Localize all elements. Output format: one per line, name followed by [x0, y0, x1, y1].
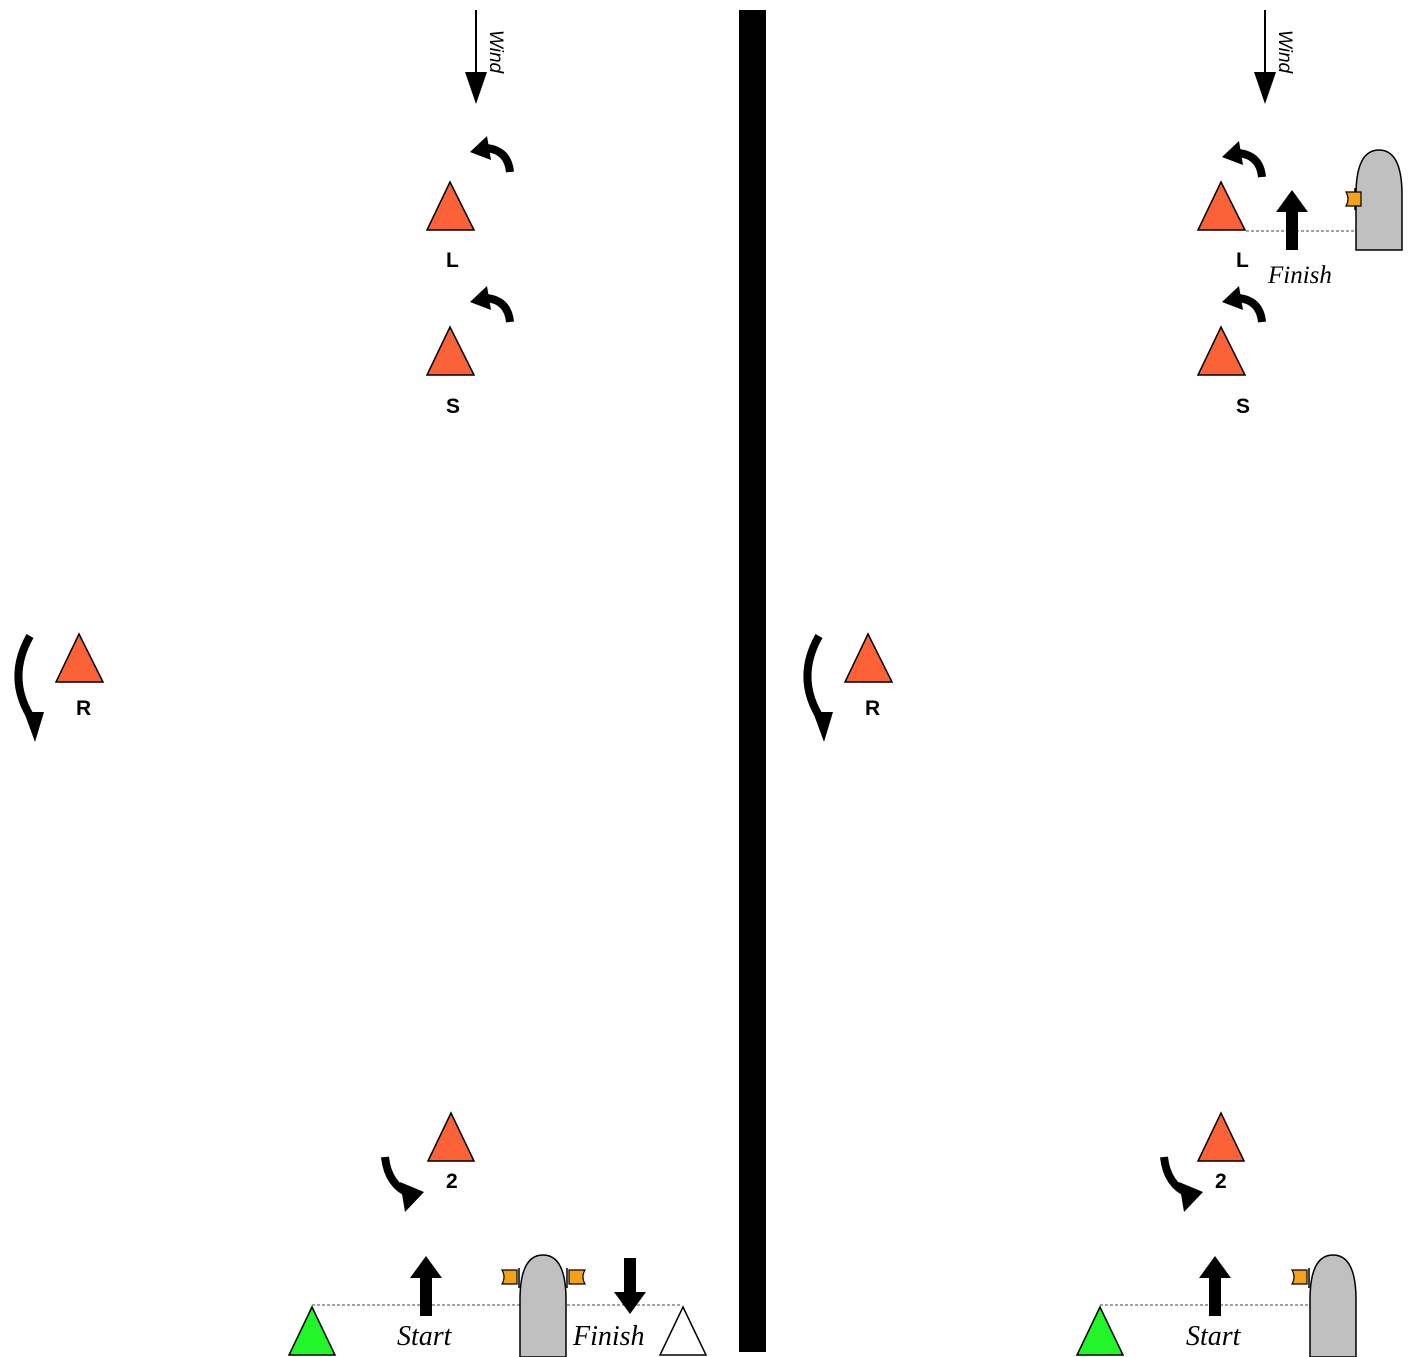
finish-label: Finish — [572, 1321, 645, 1352]
mark-2-label: 2 — [446, 1170, 458, 1193]
mark-l-label: L — [446, 249, 459, 272]
panel-divider — [739, 10, 766, 1352]
flag-icon — [1344, 188, 1362, 210]
wind-arrow-icon — [1254, 10, 1276, 104]
committee-boat-icon — [1309, 1254, 1357, 1357]
start-label: Start — [397, 1321, 453, 1352]
wind-arrow-icon — [465, 10, 487, 104]
finish-label: Finish — [1267, 262, 1332, 289]
rounding-arrow-icon — [14, 634, 44, 742]
flag-icon — [1290, 1268, 1310, 1288]
mark-r-label: R — [76, 697, 91, 720]
start-mark-buoy-icon — [287, 1305, 337, 1356]
wind-label: Wind — [485, 30, 506, 75]
flag-icon — [500, 1268, 520, 1288]
mark-buoy-icon — [425, 180, 476, 231]
right-panel: Wind L Finish S R — [803, 10, 1403, 1357]
mark-s-label: S — [446, 395, 460, 418]
finish-mark-buoy-icon — [658, 1305, 708, 1356]
mark-buoy-icon — [426, 1111, 476, 1162]
committee-boat-icon — [519, 1254, 567, 1357]
mark-buoy-icon — [1196, 180, 1247, 231]
course-arrow-icon — [1276, 190, 1308, 250]
course-arrow-icon — [614, 1258, 646, 1314]
mark-buoy-icon — [1196, 325, 1247, 376]
mark-buoy-icon — [54, 632, 105, 683]
mark-buoy-icon — [843, 632, 894, 683]
rounding-arrow-icon — [470, 136, 510, 172]
mark-2-label: 2 — [1215, 1170, 1227, 1193]
rounding-arrow-icon — [1160, 1156, 1203, 1212]
rounding-arrow-icon — [381, 1156, 424, 1212]
start-label: Start — [1186, 1321, 1242, 1352]
rounding-arrow-icon — [1222, 141, 1262, 177]
left-panel: Wind L S R 2 Start — [14, 10, 708, 1357]
wind-label: Wind — [1274, 30, 1295, 75]
rounding-arrow-icon — [1222, 286, 1262, 322]
mark-l-label: L — [1236, 249, 1249, 272]
rounding-arrow-icon — [803, 634, 833, 742]
rounding-arrow-icon — [470, 286, 510, 322]
course-arrow-icon — [410, 1256, 442, 1316]
mark-r-label: R — [865, 697, 880, 720]
mark-buoy-icon — [425, 325, 476, 376]
flag-icon — [566, 1268, 587, 1288]
mark-buoy-icon — [1196, 1111, 1246, 1162]
start-mark-buoy-icon — [1075, 1305, 1125, 1356]
mark-s-label: S — [1236, 395, 1250, 418]
committee-boat-icon — [1355, 149, 1403, 251]
course-arrow-icon — [1199, 1256, 1231, 1316]
